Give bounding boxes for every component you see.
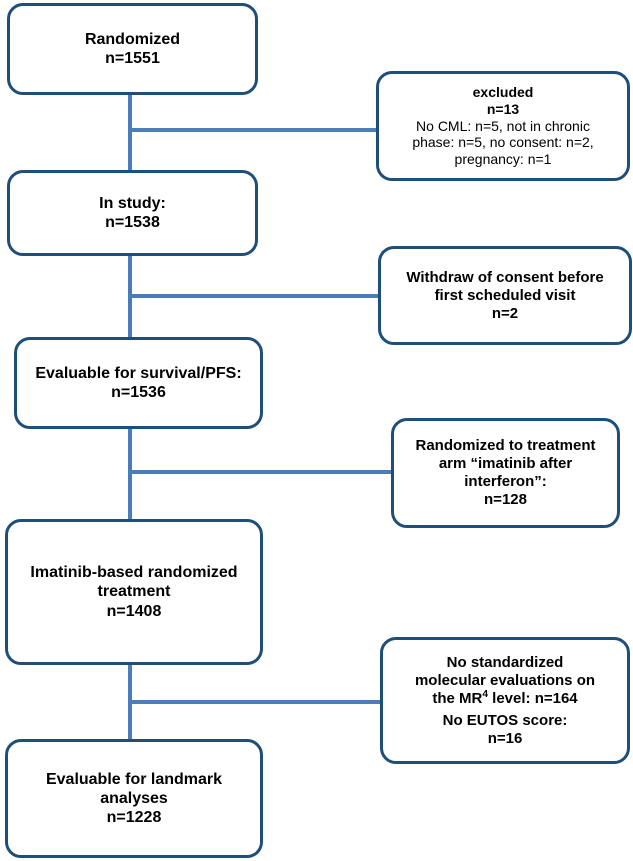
node-evaluable-landmark-line-2: n=1228: [106, 809, 162, 827]
node-molecular-line-0: No standardized: [446, 653, 564, 671]
node-randomized-line-1: n=1551: [105, 50, 160, 67]
node-interferon-line-1: arm “imatinib after: [438, 455, 573, 472]
node-withdraw-consent[interactable]: Withdraw of consent before first schedul…: [378, 246, 632, 345]
connector-branch-interferon: [128, 470, 393, 474]
node-no-standardized-molecular[interactable]: No standardized molecular evaluations on…: [380, 637, 630, 764]
node-evaluable-landmark[interactable]: Evaluable for landmark analyses n=1228: [5, 739, 263, 858]
node-excluded-line-0: excluded: [472, 84, 534, 100]
connector-evaluablepfs-to-imatinib: [128, 426, 132, 522]
node-in-study-line-1: n=1538: [105, 214, 160, 231]
connector-branch-withdraw: [128, 294, 380, 298]
node-in-study-line-0: In study:: [99, 194, 166, 212]
node-randomized-line-0: Randomized: [84, 30, 181, 48]
node-excluded-line-2: No CML: n=5, not in chronic: [416, 117, 590, 134]
connector-randomized-to-instudy: [128, 92, 132, 172]
node-imatinib-based-treatment[interactable]: Imatinib-based randomized treatment n=14…: [5, 519, 263, 665]
node-withdraw-consent-line-2: n=2: [491, 304, 519, 322]
node-imatinib-based-treatment-line-0: Imatinib-based randomized: [30, 564, 238, 582]
node-excluded[interactable]: excluded n=13 No CML: n=5, not in chroni…: [376, 71, 630, 181]
node-interferon-line-3: n=128: [484, 491, 527, 508]
node-withdraw-consent-line-0: Withdraw of consent before: [406, 268, 604, 286]
node-randomized[interactable]: Randomized n=1551: [7, 3, 258, 95]
node-evaluable-landmark-line-0: Evaluable for landmark: [45, 770, 223, 788]
node-excluded-line-4: pregnancy: n=1: [454, 151, 552, 168]
node-imatinib-based-treatment-line-2: n=1408: [106, 602, 162, 620]
node-randomized-imatinib-after-interferon[interactable]: Randomized to treatment arm “imatinib af…: [391, 418, 620, 528]
node-molecular-line-2: the MR4 level: n=164: [432, 688, 578, 707]
node-evaluable-landmark-line-1: analyses: [100, 789, 168, 807]
node-excluded-line-1: n=13: [486, 100, 520, 117]
node-evaluable-survival-pfs-line-0: Evaluable for survival/PFS:: [35, 364, 242, 382]
connector-branch-excluded: [128, 128, 378, 132]
node-withdraw-consent-line-1: first scheduled visit: [434, 286, 576, 304]
node-evaluable-survival-pfs[interactable]: Evaluable for survival/PFS: n=1536: [14, 337, 263, 429]
node-in-study[interactable]: In study: n=1538: [7, 170, 258, 256]
node-molecular-line-4: n=16: [487, 729, 523, 747]
node-interferon-line-0: Randomized to treatment: [415, 437, 596, 454]
node-interferon-line-2: interferon”:: [464, 473, 547, 490]
connector-branch-molecular: [128, 700, 380, 704]
node-evaluable-survival-pfs-line-1: n=1536: [111, 384, 166, 401]
node-excluded-line-3: phase: n=5, no consent: n=2,: [412, 134, 594, 151]
node-molecular-line-1: molecular evaluations on: [414, 671, 596, 689]
node-imatinib-based-treatment-line-1: treatment: [97, 583, 171, 601]
node-molecular-line-3: No EUTOS score:: [442, 711, 568, 729]
